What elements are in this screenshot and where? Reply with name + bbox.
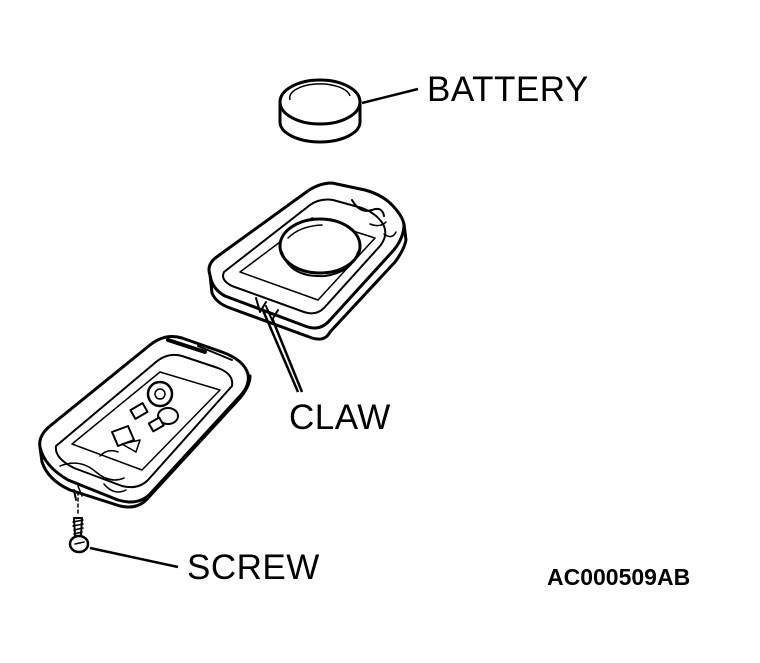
key-case-illustration: [38, 335, 252, 509]
battery-leader-line: [361, 87, 419, 105]
screw-illustration: [68, 491, 90, 554]
battery-illustration: [278, 78, 362, 144]
figure-code: AC000509AB: [547, 564, 691, 590]
screw-leader-line: [89, 546, 179, 569]
battery-holder-illustration: [207, 181, 408, 341]
battery-label: BATTERY: [427, 70, 589, 109]
claw-label: CLAW: [289, 398, 391, 437]
claw-leader-lines: [260, 307, 304, 393]
screw-label: SCREW: [187, 548, 320, 587]
